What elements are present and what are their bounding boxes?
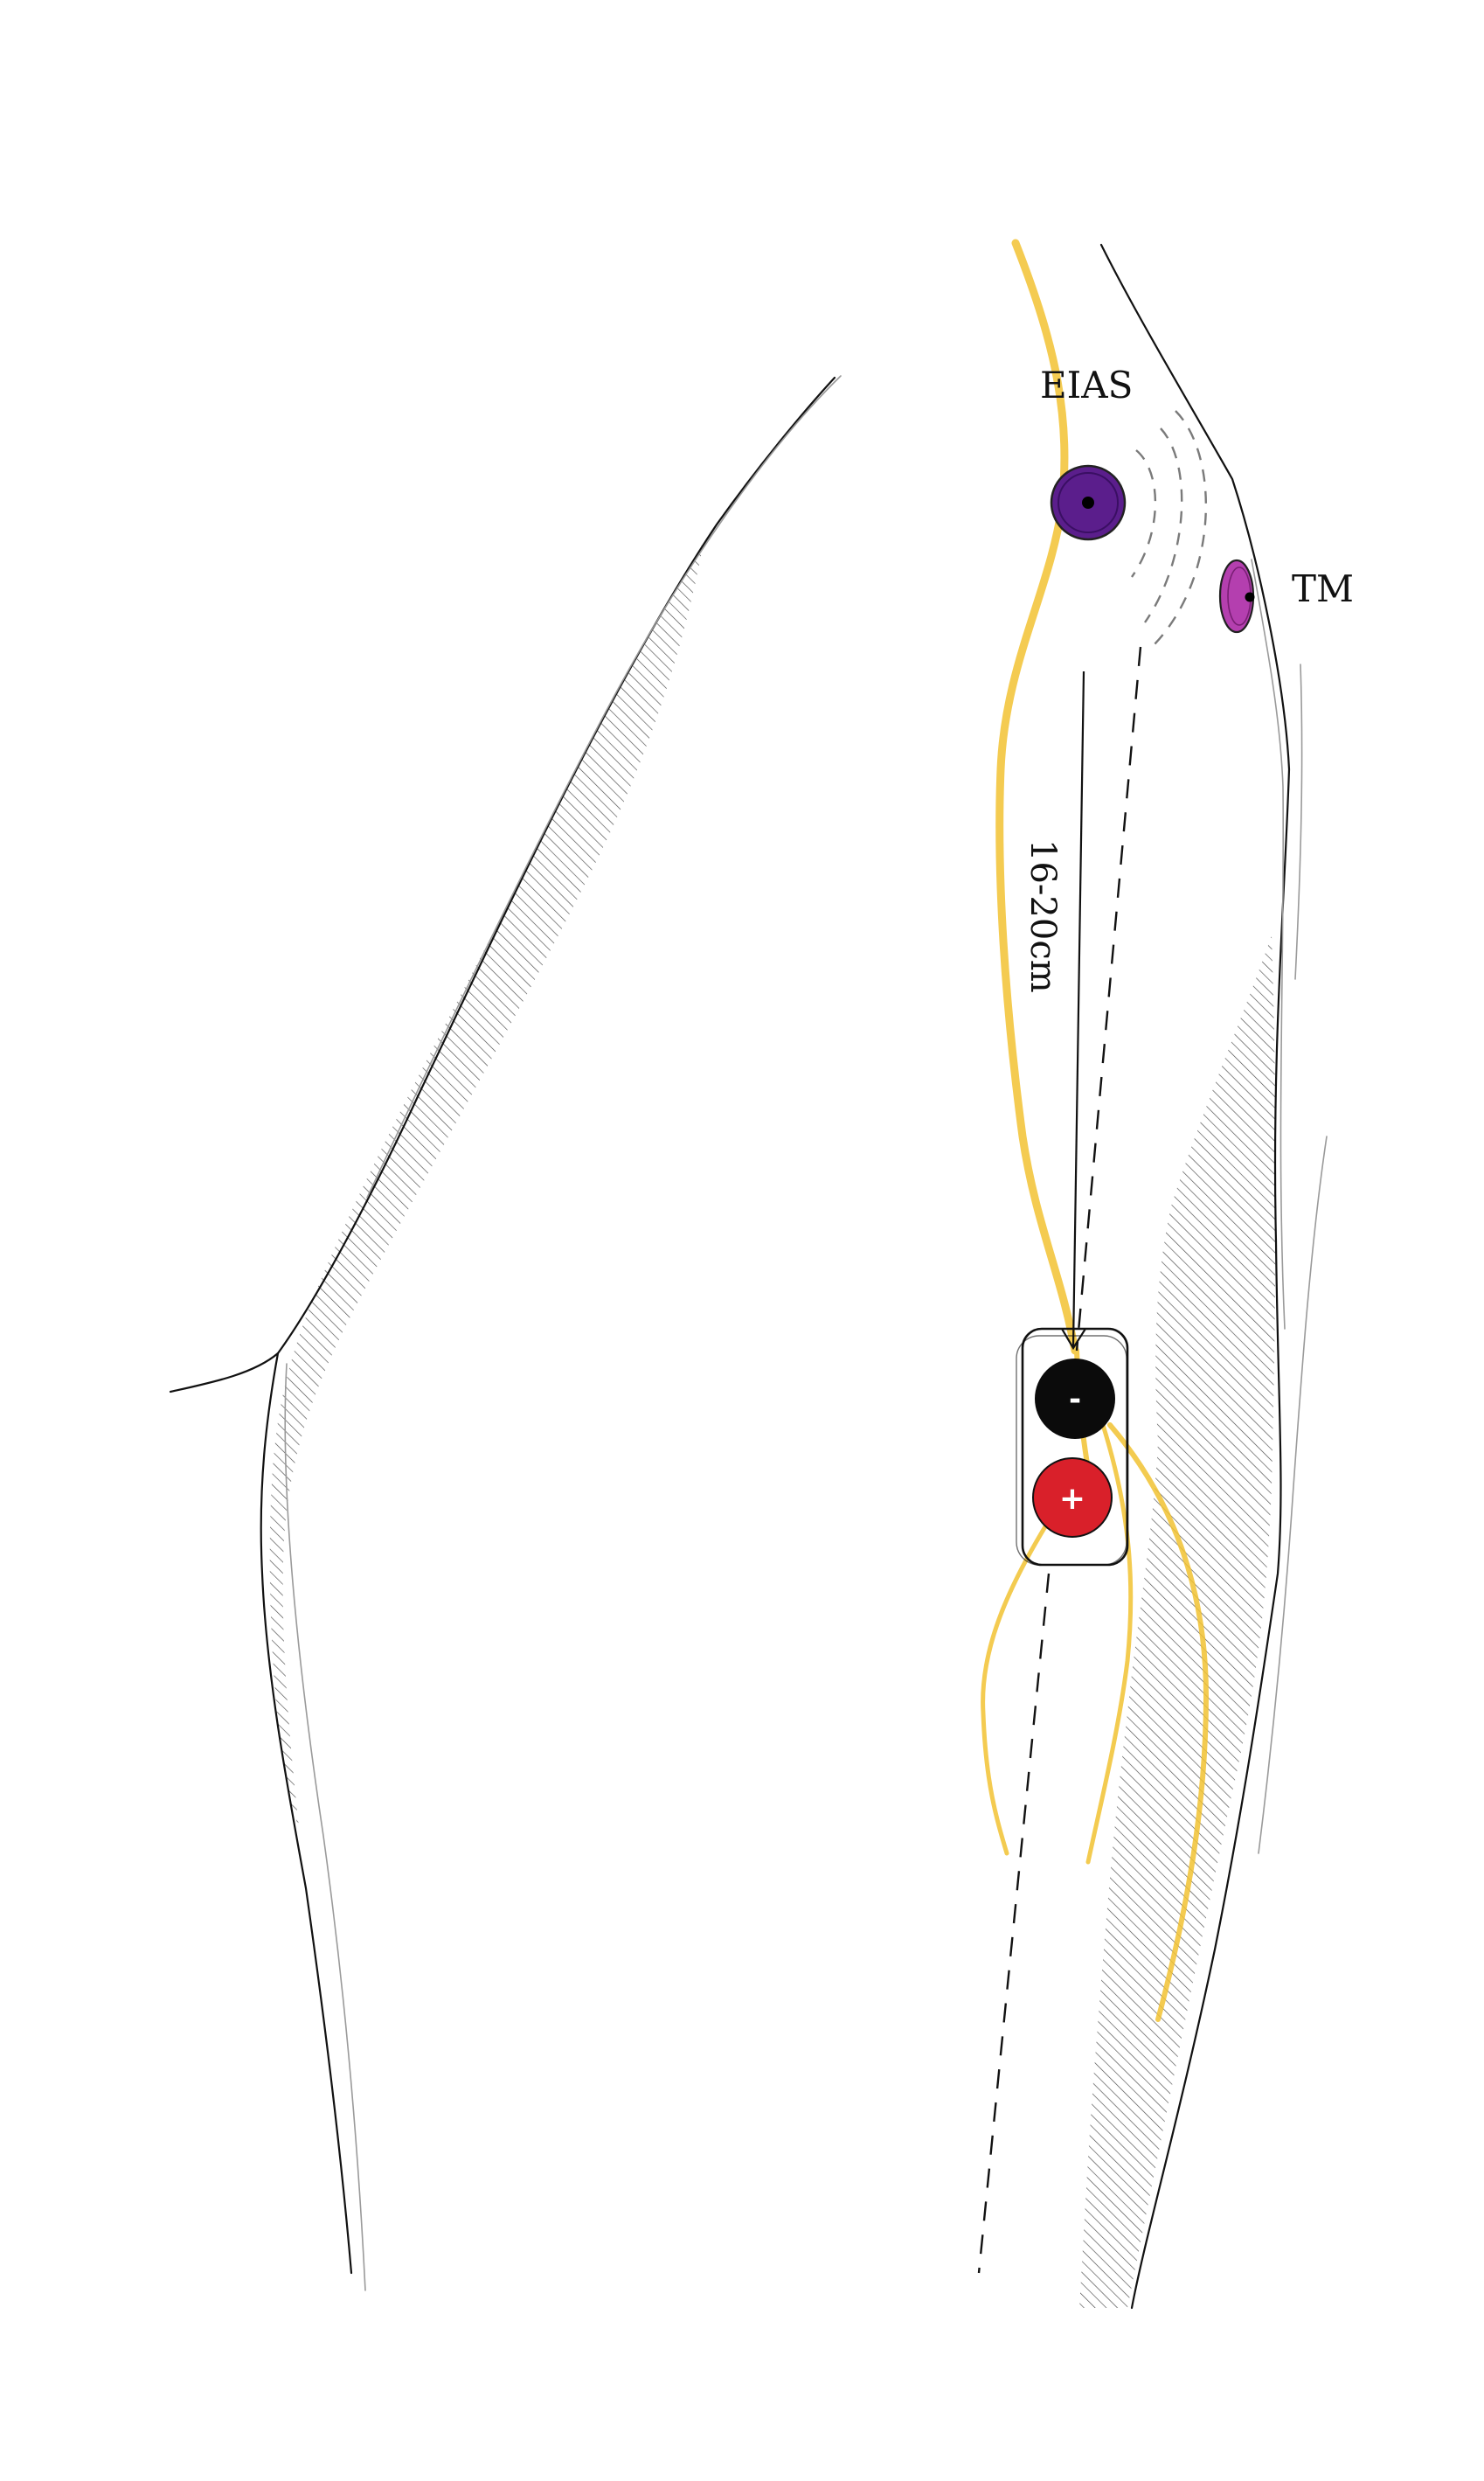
tm-label: TM — [1292, 567, 1354, 610]
landmark-arcs — [1132, 411, 1206, 645]
positive-symbol: + — [1059, 1481, 1085, 1517]
distance-arrow — [1062, 671, 1085, 1348]
negative-symbol: - — [1069, 1382, 1081, 1417]
tm-landmark-icon — [1220, 560, 1255, 632]
eias-landmark-icon — [1051, 466, 1125, 539]
eias-label: EIAS — [1040, 364, 1133, 407]
positive-electrode-icon: + — [1033, 1458, 1112, 1537]
outer-thigh-shading — [1079, 935, 1276, 2308]
inner-thigh-shading — [270, 542, 704, 1827]
distance-label: 16-20cm — [1023, 839, 1063, 993]
negative-electrode-icon: - — [1035, 1359, 1115, 1439]
